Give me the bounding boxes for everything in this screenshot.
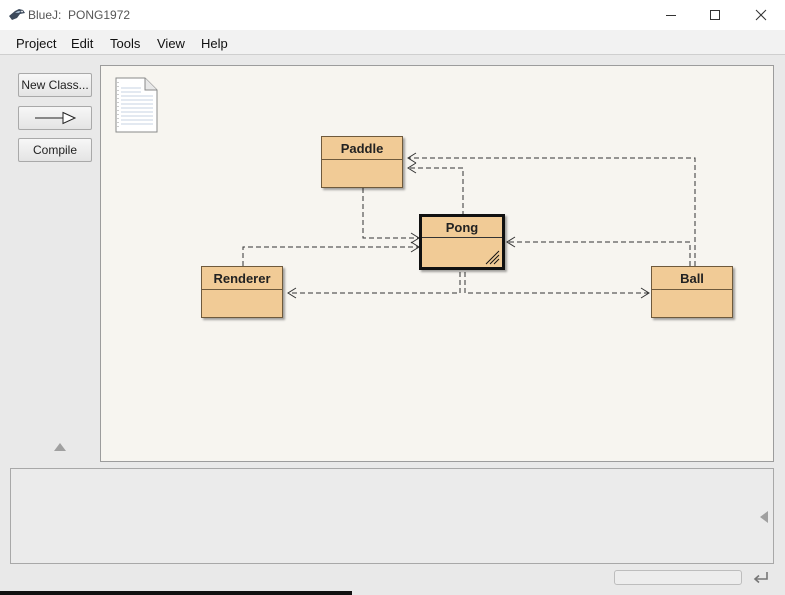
readme-document-icon[interactable] bbox=[113, 76, 159, 134]
class-pong[interactable]: Pong bbox=[419, 214, 505, 270]
class-name: Ball bbox=[680, 270, 704, 286]
class-name: Renderer bbox=[213, 270, 271, 286]
dependency-paddle-pong bbox=[362, 188, 419, 239]
arrow-right-icon bbox=[35, 111, 77, 125]
class-diagram-canvas[interactable]: Paddle Pong Renderer Ball bbox=[100, 65, 774, 462]
menu-help[interactable]: Help bbox=[201, 36, 228, 51]
resize-handle-icon[interactable] bbox=[484, 249, 500, 265]
dependency-pong-ball bbox=[464, 272, 649, 294]
class-name: Pong bbox=[445, 219, 479, 235]
dependency-renderer-pong bbox=[242, 246, 419, 266]
collapse-up-icon[interactable] bbox=[54, 443, 66, 451]
object-bench-pane[interactable] bbox=[10, 468, 774, 564]
class-name: Paddle bbox=[340, 140, 384, 156]
minimize-button[interactable] bbox=[648, 0, 694, 30]
compile-button[interactable]: Compile bbox=[18, 138, 92, 162]
class-ball[interactable]: Ball bbox=[651, 266, 733, 318]
expand-left-icon[interactable] bbox=[760, 511, 768, 523]
new-class-button[interactable]: New Class... bbox=[18, 73, 92, 97]
window-title: BlueJ: PONG1972 bbox=[28, 8, 131, 22]
inheritance-arrow-button[interactable] bbox=[18, 106, 92, 130]
menu-bar: Project Edit Tools View Help bbox=[0, 30, 785, 55]
terminal-return-icon[interactable] bbox=[752, 569, 770, 585]
title-bar: BlueJ: PONG1972 bbox=[0, 0, 785, 30]
class-divider bbox=[652, 289, 732, 290]
dependency-pong-paddle bbox=[408, 167, 464, 216]
menu-view[interactable]: View bbox=[157, 36, 185, 51]
dependency-ball-paddle bbox=[408, 157, 696, 266]
dependency-pong-renderer bbox=[288, 272, 461, 294]
class-renderer[interactable]: Renderer bbox=[201, 266, 283, 318]
menu-tools[interactable]: Tools bbox=[110, 36, 141, 51]
maximize-icon bbox=[710, 10, 720, 20]
dependency-ball-pong bbox=[507, 241, 691, 266]
class-paddle[interactable]: Paddle bbox=[321, 136, 403, 188]
class-divider bbox=[202, 289, 282, 290]
close-icon bbox=[755, 9, 767, 21]
menu-edit[interactable]: Edit bbox=[71, 36, 94, 51]
status-progress-field bbox=[614, 570, 742, 585]
maximize-button[interactable] bbox=[692, 0, 738, 30]
taskbar-edge bbox=[0, 591, 352, 595]
menu-project[interactable]: Project bbox=[16, 36, 57, 51]
bluej-bird-icon bbox=[9, 9, 25, 20]
minimize-icon bbox=[666, 15, 676, 16]
close-button[interactable] bbox=[738, 0, 784, 30]
class-divider bbox=[422, 237, 502, 238]
class-divider bbox=[322, 159, 402, 160]
